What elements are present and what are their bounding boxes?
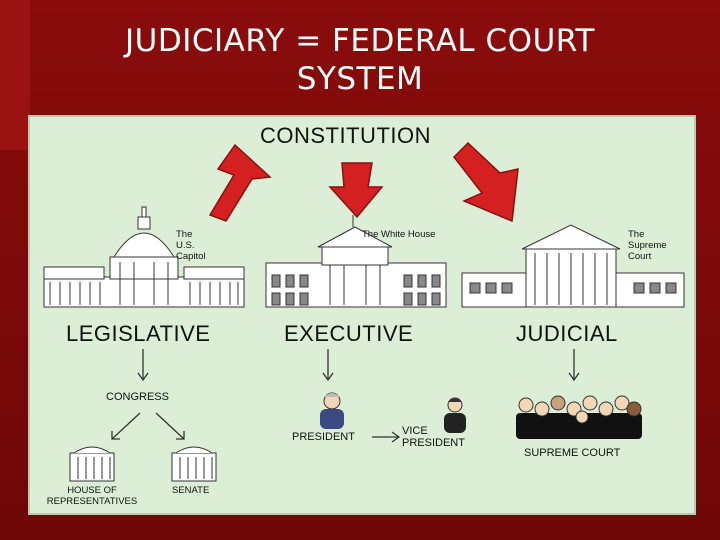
us-capitol-building-icon <box>44 207 244 307</box>
white-house-caption: The White House <box>362 229 435 240</box>
capitol-caption-line-3: Capitol <box>176 251 206 262</box>
president-to-vice-arrow <box>372 432 399 442</box>
house-building-icon <box>70 447 114 481</box>
senate-label: SENATE <box>172 485 209 496</box>
judicial-down-arrow <box>569 349 579 380</box>
president-label: PRESIDENT <box>292 431 355 443</box>
house-label-line-1: HOUSE OF <box>40 485 144 496</box>
vice-president-label-line-2: PRESIDENT <box>402 437 465 449</box>
constitution-arrow-left <box>210 145 270 221</box>
legislative-label: LEGISLATIVE <box>66 321 210 347</box>
slide-title-line-2: SYSTEM <box>0 60 720 98</box>
government-diagram: CONSTITUTION The U.S. Capitol The White … <box>28 115 696 515</box>
constitution-arrow-center <box>330 163 382 217</box>
constitution-label: CONSTITUTION <box>260 123 431 149</box>
slide-title-line-1: JUDICIARY = FEDERAL COURT <box>0 22 720 60</box>
vice-president-label: VICE PRESIDENT <box>402 425 465 449</box>
house-label-line-2: REPRESENTATIVES <box>40 496 144 507</box>
senate-building-icon <box>172 447 216 481</box>
house-label: HOUSE OF REPRESENTATIVES <box>40 485 144 507</box>
supreme-court-label: SUPREME COURT <box>524 447 620 459</box>
slide-title: JUDICIARY = FEDERAL COURT SYSTEM <box>0 22 720 98</box>
congress-branch-arrows <box>112 413 184 439</box>
supreme-court-caption: The Supreme Court <box>628 229 667 262</box>
capitol-caption: The U.S. Capitol <box>176 229 206 262</box>
supreme-court-caption-line-2: Supreme <box>628 240 667 251</box>
vice-president-label-line-1: VICE <box>402 425 465 437</box>
judicial-label: JUDICIAL <box>516 321 618 347</box>
president-person-icon <box>320 393 344 429</box>
constitution-arrow-right <box>454 143 518 221</box>
executive-label: EXECUTIVE <box>284 321 413 347</box>
congress-label: CONGRESS <box>106 391 169 403</box>
supreme-court-caption-line-1: The <box>628 229 667 240</box>
legislative-down-arrow <box>138 349 148 380</box>
capitol-caption-line-2: U.S. <box>176 240 206 251</box>
capitol-caption-line-1: The <box>176 229 206 240</box>
executive-down-arrow <box>323 349 333 380</box>
supreme-court-justices-icon <box>516 396 642 439</box>
supreme-court-caption-line-3: Court <box>628 251 667 262</box>
